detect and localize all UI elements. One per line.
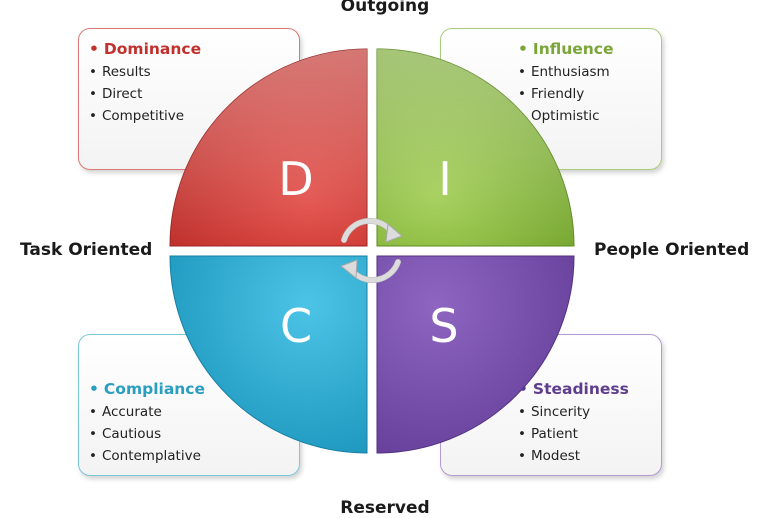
dominance-item: Direct [89,83,299,105]
influence-item: Optimistic [518,105,661,127]
quadrant-c [169,255,368,454]
dominance-item: Competitive [89,105,299,127]
compliance-item: Accurate [89,401,299,423]
steadiness-item: Modest [518,445,661,467]
compliance-item: Contemplative [89,445,299,467]
dominance-item: Results [89,61,299,83]
quadrant-s [376,255,575,454]
quadrant-c-letter: C [280,299,312,353]
steadiness-item: Patient [518,423,661,445]
quadrant-i-letter: I [438,152,452,206]
influence-item: Friendly [518,83,661,105]
axis-label-task-oriented: Task Oriented [20,240,153,260]
axis-label-outgoing: Outgoing [340,0,430,16]
steadiness-title: Steadiness [518,379,661,399]
influence-item: Enthusiasm [518,61,661,83]
compliance-title: Compliance [89,379,299,399]
influence-title: Influence [518,39,661,59]
dominance-title: Dominance [89,39,299,59]
axis-label-reserved: Reserved [340,498,430,518]
steadiness-item: Sincerity [518,401,661,423]
compliance-item: Cautious [89,423,299,445]
axis-label-people-oriented: People Oriented [594,240,750,260]
quadrant-d-letter: D [278,152,313,206]
quadrant-s-letter: S [429,299,458,353]
cycle-arrows-icon [340,217,403,284]
